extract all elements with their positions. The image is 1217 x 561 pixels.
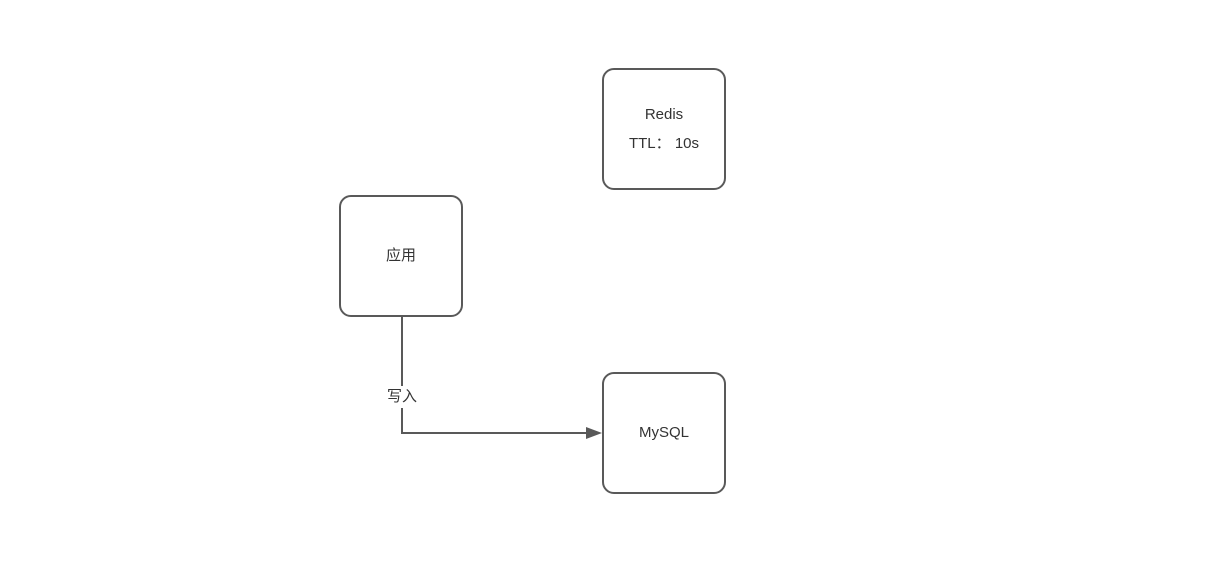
node-application-title: 应用 xyxy=(385,247,416,264)
node-application: 应用 xyxy=(339,195,463,317)
node-redis: Redis TTL： 10s xyxy=(602,68,726,190)
node-mysql: MySQL xyxy=(602,372,726,494)
node-redis-title: Redis xyxy=(644,105,684,123)
node-redis-ttl-label: TTL： 10s xyxy=(628,134,700,152)
edge-app-to-mysql-horizontal-segment xyxy=(401,432,588,434)
edge-label-write: 写入 xyxy=(384,386,420,408)
node-mysql-title: MySQL xyxy=(638,424,689,441)
edge-app-to-mysql-vertical-segment xyxy=(401,317,403,434)
arrowhead-right-icon xyxy=(586,427,602,439)
